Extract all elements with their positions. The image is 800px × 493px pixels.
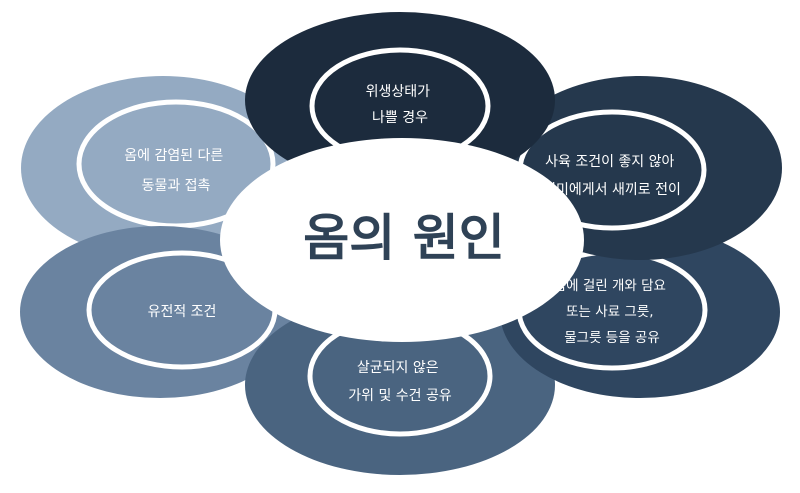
center-circle <box>220 138 584 342</box>
node-line: 옴에 걸린 개와 담요 <box>554 278 666 294</box>
node-line: 동물과 접촉 <box>142 178 211 194</box>
petal-outer <box>245 12 555 188</box>
node-line: 또는 사료 그릇, <box>566 304 653 320</box>
petal-outer <box>245 295 555 475</box>
node-line: 가위 및 수건 공유 <box>348 388 452 404</box>
node-line: 나쁠 경우 <box>372 110 428 126</box>
node-text-upper-right: 사육 조건이 좋지 않아 어미에게서 새끼로 전이 <box>543 154 681 198</box>
petal-top: 위생상태가 나쁠 경우 <box>245 12 555 188</box>
node-line: 사육 조건이 좋지 않아 <box>545 154 674 170</box>
node-line: 유전적 조건 <box>148 304 217 320</box>
node-text-bottom: 살균되지 않은 가위 및 수건 공유 <box>348 360 452 404</box>
node-text-top: 위생상태가 나쁠 경우 <box>366 84 435 126</box>
node-line: 옴에 감염된 다른 <box>124 148 223 164</box>
node-text-lower-right: 옴에 걸린 개와 담요 또는 사료 그릇, 물그릇 등을 공유 <box>554 278 671 346</box>
node-text-upper-left: 옴에 감염된 다른 동물과 접촉 <box>124 148 228 194</box>
node-text-lower-left: 유전적 조건 <box>148 304 217 320</box>
node-line: 위생상태가 <box>366 84 431 100</box>
diagram-title: 옴의 원인 <box>303 209 504 267</box>
node-line: 물그릇 등을 공유 <box>564 330 660 346</box>
node-line: 어미에게서 새끼로 전이 <box>543 182 681 198</box>
node-line: 살균되지 않은 <box>357 360 439 376</box>
petal-ring <box>76 99 276 229</box>
